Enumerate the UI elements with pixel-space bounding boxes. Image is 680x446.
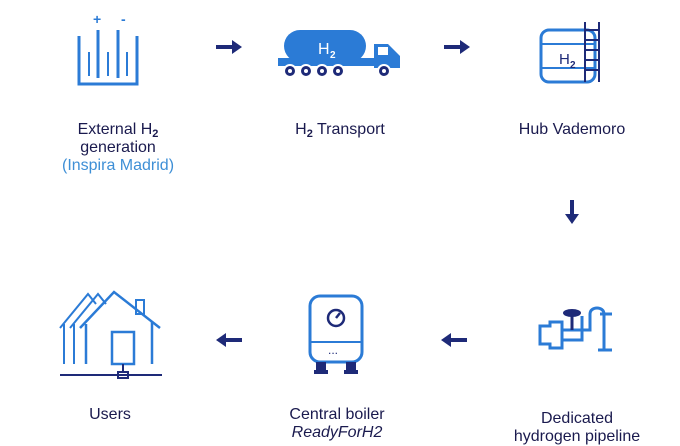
boiler-dots: ... xyxy=(328,343,338,357)
electrolyzer-icon: + - xyxy=(73,11,143,88)
boiler-icon: ... xyxy=(306,294,366,380)
users-label: Users xyxy=(89,406,131,423)
hub-h2-sub: 2 xyxy=(570,60,576,71)
truck-h2-text: H xyxy=(318,41,330,58)
hub-h2-text: H xyxy=(559,51,570,68)
electrolysis-label: External H2 generation (Inspira Madrid) xyxy=(28,121,208,175)
arrow-left-icon xyxy=(216,333,242,352)
arrow-left-icon xyxy=(441,333,467,352)
tanker-truck-icon: H 2 xyxy=(274,28,404,80)
boiler-sublabel: ReadyForH2 xyxy=(291,424,383,441)
arrow-right-icon xyxy=(444,40,470,59)
hub-label: Hub Vademoro xyxy=(518,121,626,138)
arrow-down-icon xyxy=(565,200,579,229)
arrow-right-icon xyxy=(216,40,242,59)
pipeline-label: Dedicated hydrogen pipeline xyxy=(513,410,641,445)
transport-label: H2 Transport xyxy=(295,121,385,140)
pipeline-valve-icon xyxy=(534,300,620,360)
storage-tank-icon: H 2 xyxy=(537,16,607,86)
boiler-label: Central boiler ReadyForH2 xyxy=(247,406,427,442)
minus-sign: - xyxy=(121,12,126,27)
houses-icon xyxy=(56,286,166,386)
electrolysis-sublabel: (Inspira Madrid) xyxy=(61,157,175,174)
plus-sign: + xyxy=(93,12,101,27)
truck-h2-sub: 2 xyxy=(330,50,336,61)
